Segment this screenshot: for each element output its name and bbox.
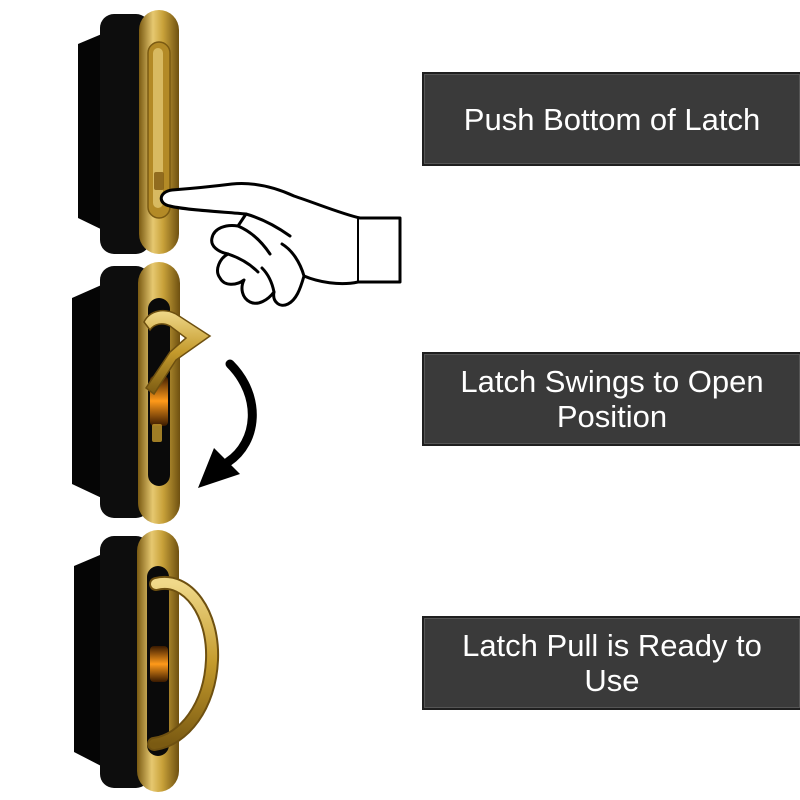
step-1-text: Push Bottom of Latch [463, 101, 761, 137]
hand-pointing-icon [159, 182, 402, 307]
latch-handle [143, 309, 212, 396]
step-3-text: Latch Pull is Ready to Use [462, 628, 762, 698]
latch-swinging [72, 262, 212, 524]
step-3-label: Latch Pull is Ready to Use [422, 616, 800, 710]
ring-pull [149, 577, 218, 749]
step-1-label: Push Bottom of Latch [422, 72, 800, 166]
latch-open [74, 530, 220, 792]
latch-closed [78, 10, 179, 254]
latch-housing-side [100, 14, 150, 254]
curved-arrow-icon [198, 359, 257, 488]
step-2-label: Latch Swings to Open Position [422, 352, 800, 446]
step-2-text: Latch Swings to Open Position [460, 364, 764, 434]
